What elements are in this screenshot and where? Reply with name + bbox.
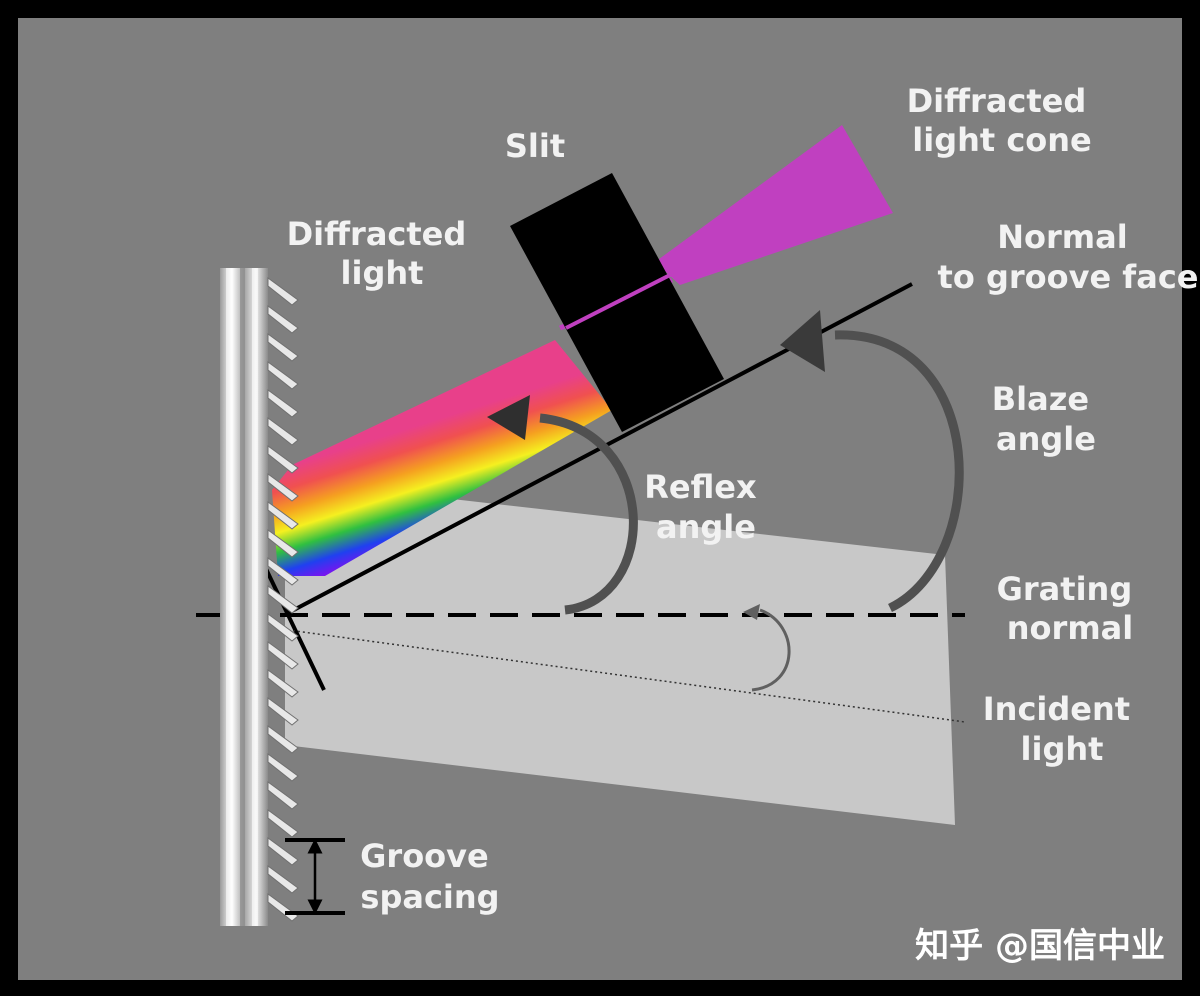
groove-tooth bbox=[267, 725, 299, 754]
curved-arrow-icon bbox=[487, 395, 638, 615]
groove-tooth bbox=[267, 389, 299, 418]
groove-tooth bbox=[267, 753, 299, 782]
incident-light-beam bbox=[285, 480, 955, 825]
groove-tooth bbox=[267, 277, 299, 306]
groove-tooth bbox=[267, 417, 299, 446]
diffracted-light-cone-label: Diffracted light cone bbox=[907, 82, 1098, 159]
groove-tooth bbox=[267, 445, 299, 474]
groove-tooth bbox=[267, 809, 299, 838]
groove-tooth bbox=[267, 697, 299, 726]
blaze-angle-arrow-icon bbox=[780, 310, 964, 613]
groove-tooth bbox=[267, 305, 299, 334]
groove-tooth bbox=[267, 585, 299, 614]
groove-tooth bbox=[267, 781, 299, 810]
groove-tooth bbox=[267, 837, 299, 866]
groove-tooth bbox=[267, 669, 299, 698]
watermark: 知乎 @国信中业 bbox=[915, 926, 1165, 966]
slit-label: Slit bbox=[505, 127, 565, 165]
reflex-angle-label: Reflex angle bbox=[644, 468, 768, 546]
groove-tooth bbox=[267, 333, 299, 362]
diffracted-light-label: Diffracted light bbox=[287, 215, 478, 292]
groove-tooth bbox=[267, 361, 299, 390]
background-panel bbox=[18, 18, 1182, 980]
blaze-angle-label: Blaze angle bbox=[992, 380, 1100, 458]
groove-tooth bbox=[267, 501, 299, 530]
incident-angle-arrow-icon bbox=[743, 604, 791, 692]
grating-normal-label: Grating normal bbox=[997, 570, 1144, 647]
groove-tooth bbox=[267, 613, 299, 642]
groove-tooth bbox=[267, 557, 299, 586]
diffracted-ray-over-slit bbox=[565, 272, 673, 330]
diffracted-light-cone bbox=[655, 125, 893, 285]
groove-tooth bbox=[267, 473, 299, 502]
groove-spacing-label: Groove spacing bbox=[360, 837, 500, 916]
normal-to-groove-face-label: Normal to groove face bbox=[938, 218, 1199, 296]
grating-icon bbox=[220, 268, 299, 926]
incident-light-label: Incident light bbox=[983, 690, 1141, 768]
groove-tooth bbox=[267, 529, 299, 558]
groove-tooth bbox=[267, 865, 299, 894]
groove-tooth bbox=[267, 641, 299, 670]
incident-ray-line bbox=[287, 629, 966, 723]
groove-spacing-indicator bbox=[285, 838, 345, 915]
